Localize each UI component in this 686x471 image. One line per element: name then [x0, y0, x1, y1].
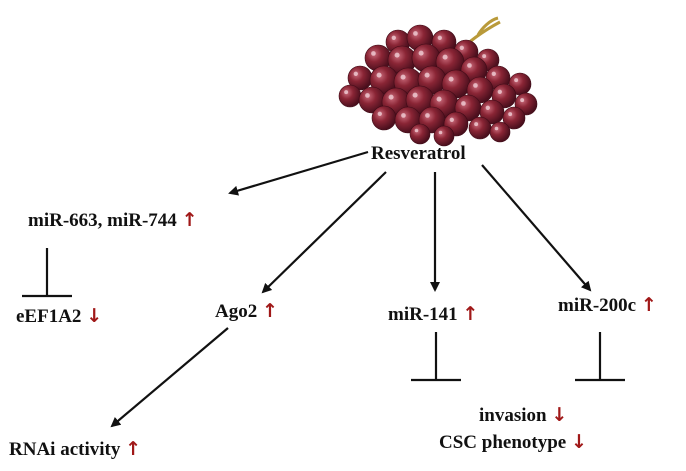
- grape-highlight: [371, 51, 376, 56]
- grape-highlight: [414, 128, 419, 133]
- node-ago2: Ago2 ↑: [215, 300, 278, 322]
- node-mir141: miR-141 ↑: [388, 303, 479, 325]
- grape-highlight: [365, 93, 370, 98]
- grape-highlight: [508, 112, 513, 117]
- grape-highlight: [482, 54, 487, 59]
- grape-highlight: [413, 31, 418, 36]
- up-arrow-icon: ↑: [181, 209, 198, 231]
- grape-berry: [468, 116, 492, 140]
- node-csc-phenotype: CSC phenotype ↓: [439, 431, 587, 453]
- inhibit-mir141: [411, 332, 461, 382]
- inhibit-mir200c-to-invasion-csc: [575, 332, 625, 382]
- arrow-resveratrol-to-ago2: [261, 171, 387, 294]
- down-arrow-icon: ↓: [86, 305, 103, 327]
- grape-highlight: [448, 76, 454, 82]
- grape-highlight: [394, 52, 400, 58]
- arrow-ago2-to-rnai: [110, 327, 229, 428]
- grape-highlight: [388, 94, 394, 100]
- grape-highlight: [514, 78, 519, 83]
- grape-highlight: [461, 101, 466, 106]
- node-ago2-label: Ago2: [215, 301, 258, 322]
- grape-highlight: [485, 105, 490, 110]
- grape-highlight: [520, 98, 525, 103]
- grape-berry: [338, 84, 362, 108]
- grape-highlight: [459, 45, 464, 50]
- down-arrow-icon: ↓: [570, 431, 587, 453]
- grape-highlight: [467, 63, 472, 68]
- node-invasion-label: invasion: [479, 405, 547, 426]
- up-arrow-icon: ↑: [261, 300, 278, 322]
- grape-highlight: [377, 111, 382, 116]
- arrow-resveratrol-to-mir200c: [481, 164, 592, 292]
- connectors: [22, 150, 625, 428]
- arrow-resveratrol-to-mir663: [228, 150, 369, 196]
- down-arrow-icon: ↓: [551, 404, 568, 426]
- grape-berries: [338, 24, 538, 147]
- grape-berry: [433, 125, 455, 147]
- grape-bunch-image: [338, 16, 538, 147]
- node-resveratrol: Resveratrol: [371, 144, 466, 163]
- grape-highlight: [491, 71, 496, 76]
- node-rnai-activity: RNAi activity ↑: [9, 438, 142, 460]
- node-resveratrol-label: Resveratrol: [371, 143, 466, 164]
- node-eef1a2-label: eEF1A2: [16, 306, 82, 327]
- grape-berry: [479, 99, 505, 125]
- grape-berry: [371, 105, 397, 131]
- grape-highlight: [436, 96, 442, 102]
- up-arrow-icon: ↑: [125, 438, 142, 460]
- grape-highlight: [344, 90, 349, 95]
- node-mir141-label: miR-141: [388, 304, 458, 325]
- grape-berry: [502, 106, 526, 130]
- node-mir663-mir744-label: miR-663, miR-744: [28, 210, 177, 231]
- grape-highlight: [391, 35, 396, 40]
- up-arrow-icon: ↑: [462, 303, 479, 325]
- grape-highlight: [497, 89, 502, 94]
- grape-highlight: [418, 50, 424, 56]
- grape-highlight: [401, 113, 406, 118]
- grape-highlight: [425, 113, 430, 118]
- grape-highlight: [449, 117, 454, 122]
- grape-highlight: [400, 74, 406, 80]
- node-eef1a2: eEF1A2 ↓: [16, 305, 103, 327]
- node-mir663-mir744: miR-663, miR-744 ↑: [28, 209, 198, 231]
- grape-highlight: [412, 92, 418, 98]
- inhibit-mir663-to-eef1a2: [22, 248, 72, 298]
- node-invasion: invasion ↓: [479, 404, 568, 426]
- grape-berry: [409, 123, 431, 145]
- grape-berry: [489, 121, 511, 143]
- grape-highlight: [438, 130, 443, 135]
- node-mir200c-label: miR-200c: [558, 295, 637, 316]
- grape-highlight: [376, 72, 382, 78]
- node-csc-phenotype-label: CSC phenotype: [439, 432, 567, 453]
- node-mir200c: miR-200c ↑: [558, 294, 657, 316]
- grape-highlight: [442, 54, 448, 60]
- grape-highlight: [437, 35, 442, 40]
- grape-highlight: [353, 71, 358, 76]
- grape-highlight: [474, 122, 479, 127]
- grape-highlight: [494, 126, 499, 131]
- grape-highlight: [424, 72, 430, 78]
- up-arrow-icon: ↑: [640, 294, 657, 316]
- node-rnai-activity-label: RNAi activity: [9, 439, 121, 460]
- grape-highlight: [473, 83, 478, 88]
